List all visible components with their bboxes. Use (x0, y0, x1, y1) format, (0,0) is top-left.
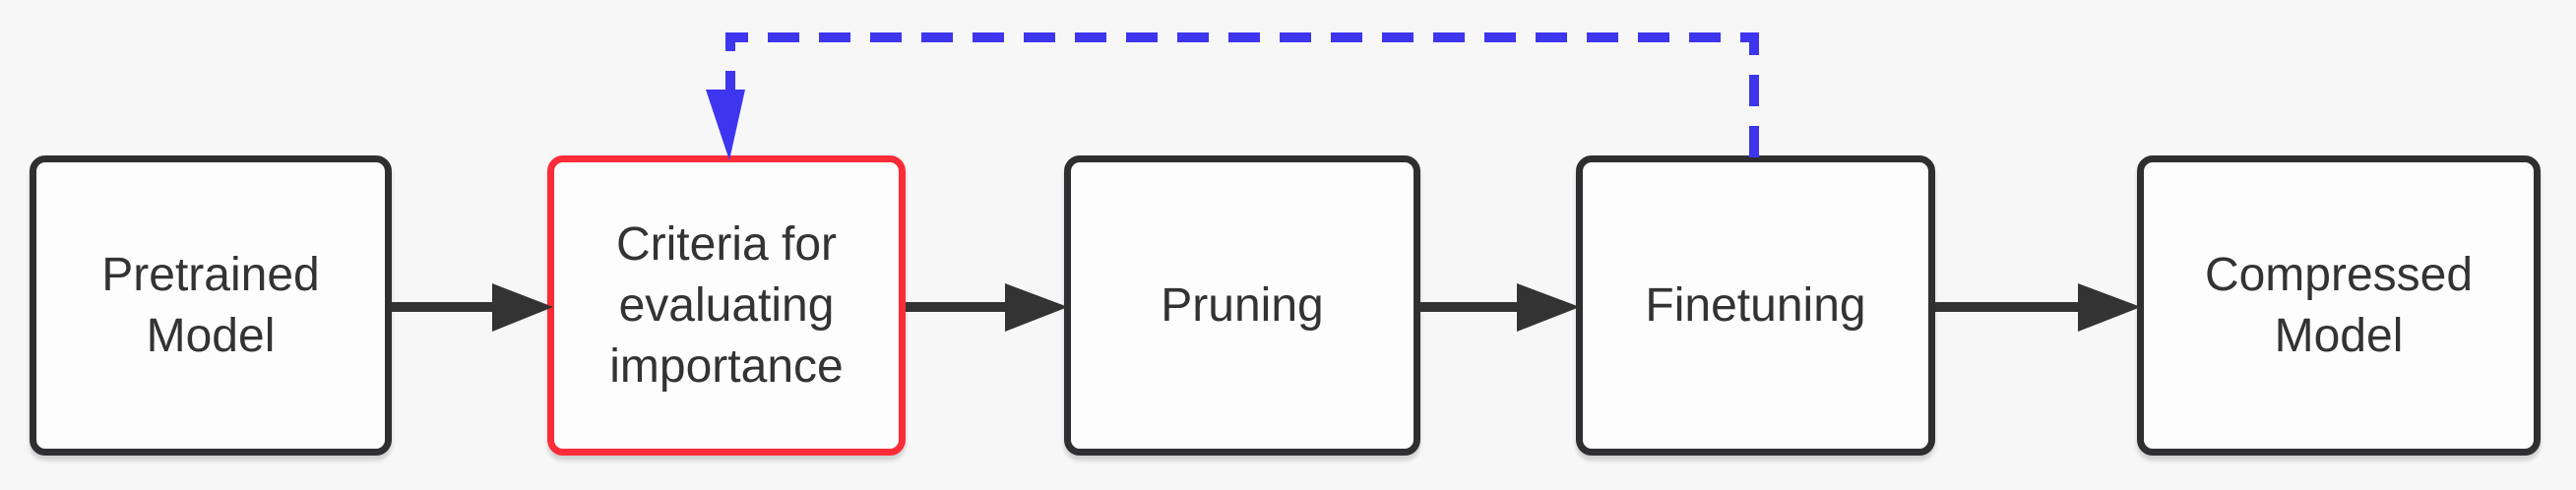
node-compressed-model: Compressed Model (2137, 155, 2541, 456)
node-label: Compressed Model (2204, 248, 2474, 362)
node-finetuning: Finetuning (1576, 155, 1935, 456)
node-pruning: Pruning (1064, 155, 1420, 456)
flow-arrow-pretrained-to-criteria (392, 283, 553, 332)
flow-arrow-pruning-to-finetuning (1420, 283, 1580, 332)
flow-arrow-criteria-to-pruning (906, 283, 1068, 332)
node-label: Pruning (1161, 278, 1324, 332)
node-label: Finetuning (1645, 278, 1866, 332)
node-label: Pretrained Model (101, 248, 320, 362)
arrowhead-icon (1005, 283, 1068, 332)
arrowhead-icon (492, 283, 553, 332)
flow-arrow-finetuning-to-compressed (1935, 283, 2141, 332)
node-label: Criteria for evaluating importance (609, 217, 844, 393)
node-criteria-for-evaluating-importance: Criteria for evaluating importance (547, 155, 906, 456)
feedback-arrow-finetuning-to-criteria (706, 32, 1759, 160)
arrowhead-icon (2078, 283, 2141, 332)
feedback-arrowhead-icon (706, 90, 745, 160)
feedback-dashed-line (725, 32, 1759, 157)
node-pretrained-model: Pretrained Model (30, 155, 392, 456)
arrowhead-icon (1517, 283, 1580, 332)
